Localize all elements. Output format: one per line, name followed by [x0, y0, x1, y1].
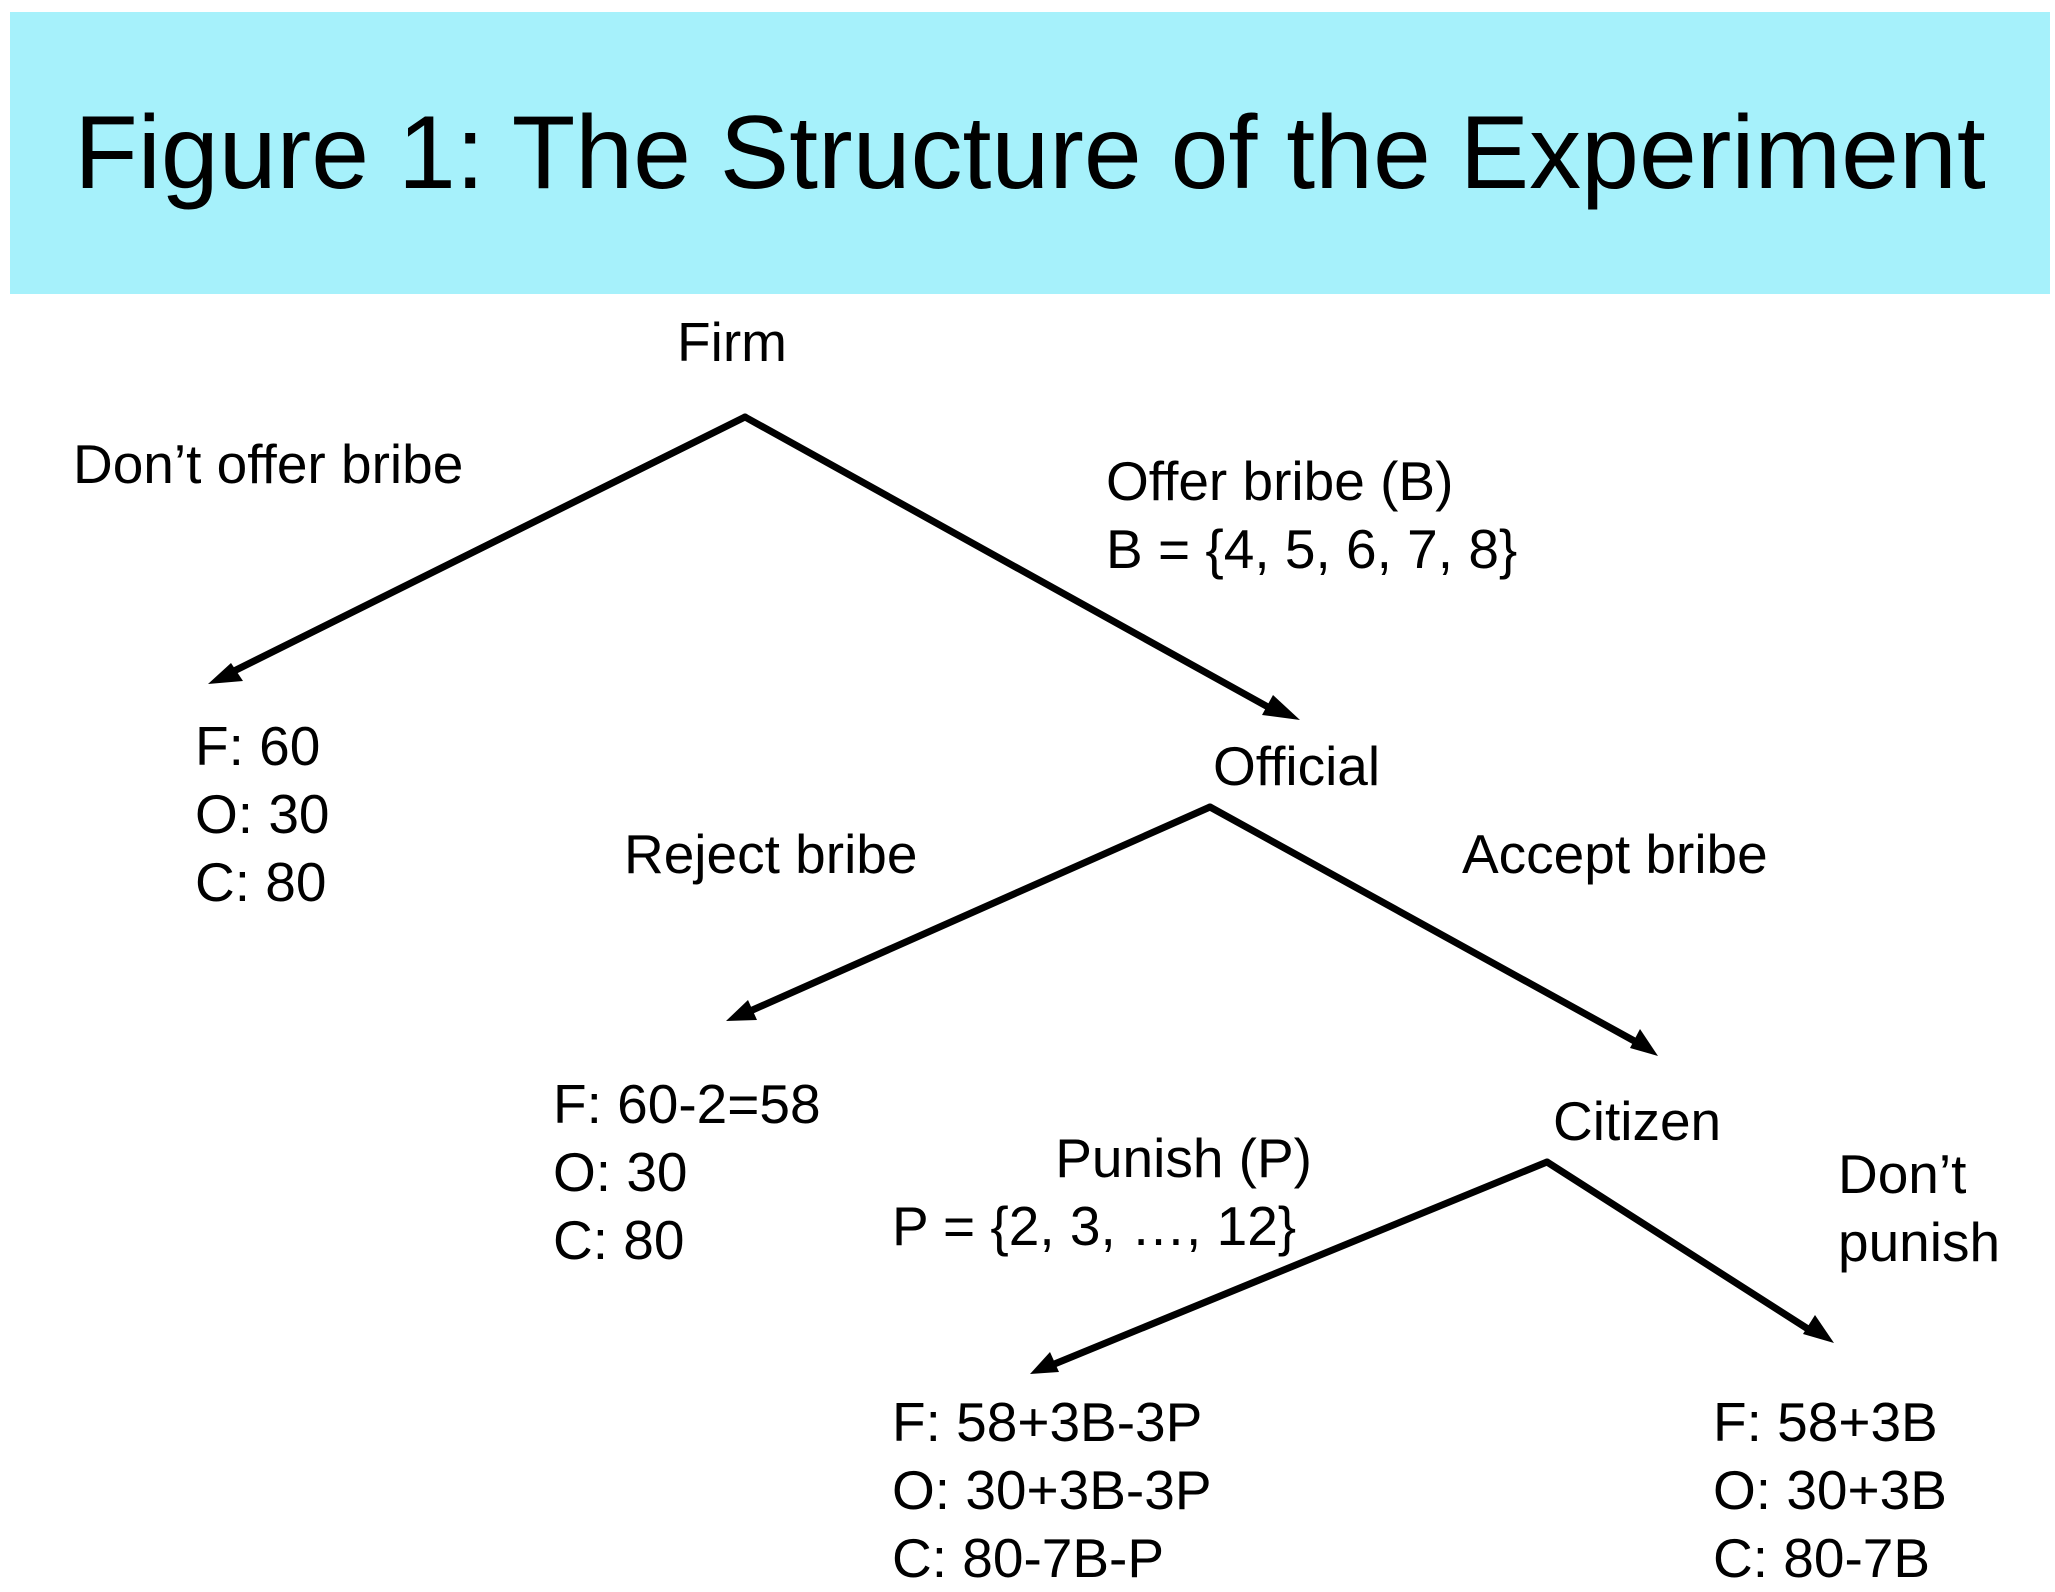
payoff-citizen: C: 80	[553, 1209, 685, 1271]
branch-punish: Punish (P) P = {2, 3, …, 12}	[892, 1124, 1312, 1260]
payoff-official: O: 30+3B	[1713, 1459, 1947, 1521]
edge-dont-punish	[1543, 1158, 1812, 1333]
node-official: Official	[1213, 735, 1381, 797]
branch-punish-set: P = {2, 3, …, 12}	[892, 1195, 1297, 1257]
arrowhead-reject	[726, 1000, 757, 1021]
branch-offer-bribe-label: Offer bribe (B)	[1106, 450, 1454, 512]
title-banner: Figure 1: The Structure of the Experimen…	[10, 12, 2050, 294]
node-firm: Firm	[677, 311, 787, 373]
branch-punish-label: Punish (P)	[1055, 1127, 1312, 1189]
branch-offer-bribe: Offer bribe (B) B = {4, 5, 6, 7, 8}	[1106, 447, 1517, 583]
arrowhead-accept	[1630, 1029, 1658, 1056]
payoff-no-bribe: F: 60 O: 30 C: 80	[195, 712, 330, 916]
payoff-official: O: 30+3B-3P	[892, 1459, 1212, 1521]
branch-offer-bribe-set: B = {4, 5, 6, 7, 8}	[1106, 518, 1518, 580]
arrowhead-punish	[1030, 1352, 1059, 1374]
branch-dont-punish-line2: punish	[1838, 1211, 2001, 1273]
payoff-citizen: C: 80	[195, 851, 327, 913]
payoff-firm: F: 58+3B	[1713, 1391, 1938, 1453]
payoff-firm: F: 60	[195, 715, 321, 777]
payoff-firm: F: 60-2=58	[553, 1073, 821, 1135]
node-citizen: Citizen	[1553, 1090, 1722, 1152]
edge-reject	[744, 803, 1214, 1016]
branch-reject-bribe: Reject bribe	[624, 823, 918, 885]
payoff-official: O: 30	[195, 783, 330, 845]
figure-title: Figure 1: The Structure of the Experimen…	[74, 95, 1986, 211]
branch-dont-punish: Don’t punish	[1838, 1140, 2000, 1276]
edge-accept	[1206, 803, 1642, 1047]
edge-dont-offer	[224, 413, 749, 678]
branch-dont-offer-bribe: Don’t offer bribe	[73, 433, 464, 495]
edge-punish	[1048, 1158, 1551, 1369]
payoff-firm: F: 58+3B-3P	[892, 1391, 1203, 1453]
payoff-rejected: F: 60-2=58 O: 30 C: 80	[553, 1070, 821, 1274]
payoff-official: O: 30	[553, 1141, 688, 1203]
arrowhead-dont-offer	[208, 663, 243, 684]
payoff-citizen: C: 80-7B-P	[892, 1527, 1165, 1589]
payoff-citizen: C: 80-7B	[1713, 1527, 1931, 1589]
arrowhead-dont-punish	[1803, 1315, 1834, 1343]
branch-accept-bribe: Accept bribe	[1462, 823, 1768, 885]
payoff-punished: F: 58+3B-3P O: 30+3B-3P C: 80-7B-P	[892, 1388, 1212, 1592]
branch-dont-punish-line1: Don’t	[1838, 1143, 1967, 1205]
arrowhead-offer	[1262, 695, 1300, 720]
edge-offer	[741, 413, 1272, 711]
payoff-unpunished: F: 58+3B O: 30+3B C: 80-7B	[1713, 1388, 1947, 1592]
